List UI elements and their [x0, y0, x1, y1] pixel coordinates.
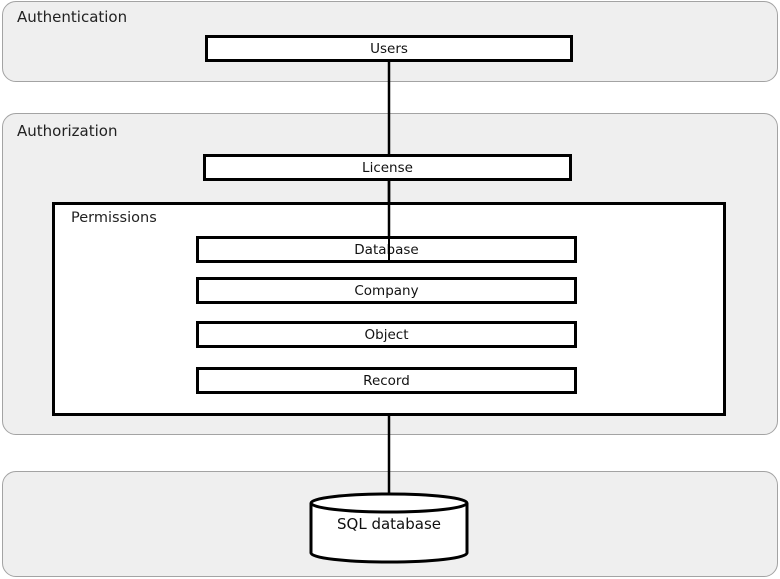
permission-item-database: Database [196, 236, 577, 263]
permission-item-record: Record [196, 367, 577, 394]
database-label: SQL database [337, 515, 441, 533]
authorization-label: Authorization [17, 122, 118, 140]
permissions-label: Permissions [71, 210, 157, 226]
license-box: License [203, 154, 572, 181]
permission-item-object: Object [196, 321, 577, 348]
users-box: Users [205, 35, 573, 62]
permission-item-company: Company [196, 277, 577, 304]
authentication-label: Authentication [17, 8, 128, 26]
